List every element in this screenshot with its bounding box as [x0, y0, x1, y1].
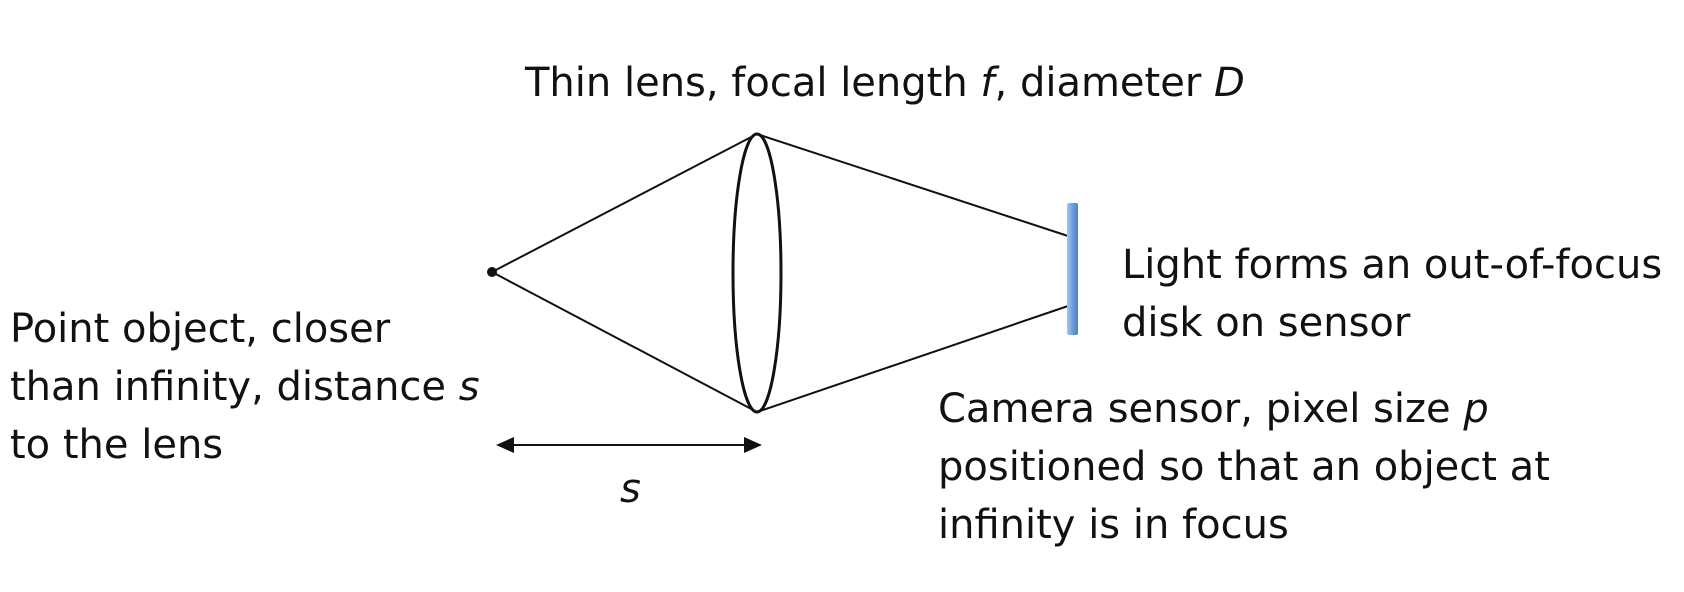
out-of-focus-label-line2: disk on sensor: [1122, 300, 1411, 346]
point-object-label-line1: Point object, closer: [10, 306, 391, 352]
camera-sensor-label-line2: positioned so that an object at: [938, 444, 1550, 490]
lens-title: Thin lens, focal length f, diameter D: [525, 60, 1245, 106]
out-of-focus-label: Light forms an out-of-focus disk on sens…: [1122, 236, 1662, 352]
point-object-dot-icon: [487, 267, 497, 277]
ray-lens-bottom-to-sensor: [756, 305, 1069, 413]
diameter-symbol: D: [1214, 60, 1245, 106]
lens-ellipse-icon: [731, 132, 783, 414]
camera-sensor-label-line1: Camera sensor, pixel size p: [938, 386, 1489, 432]
focal-length-symbol: f: [980, 60, 995, 106]
point-object-label-line2: than infinity, distance s: [10, 364, 480, 410]
point-object-label: Point object, closer than infinity, dist…: [10, 300, 480, 474]
out-of-focus-label-line1: Light forms an out-of-focus: [1122, 242, 1663, 288]
ray-object-to-lens-top: [491, 133, 758, 273]
camera-sensor-label: Camera sensor, pixel size p positioned s…: [938, 380, 1550, 554]
ray-lens-top-to-sensor: [756, 133, 1069, 237]
ray-object-to-lens-bottom: [491, 271, 758, 413]
point-object-label-line3: to the lens: [10, 422, 224, 468]
double-arrow-icon: [496, 437, 762, 453]
sensor-bar-icon: [1067, 203, 1078, 335]
distance-symbol: s: [458, 364, 480, 410]
pixel-size-symbol: p: [1463, 386, 1489, 432]
distance-s-label: s: [620, 466, 641, 512]
camera-sensor-label-line3: infinity is in focus: [938, 502, 1289, 548]
